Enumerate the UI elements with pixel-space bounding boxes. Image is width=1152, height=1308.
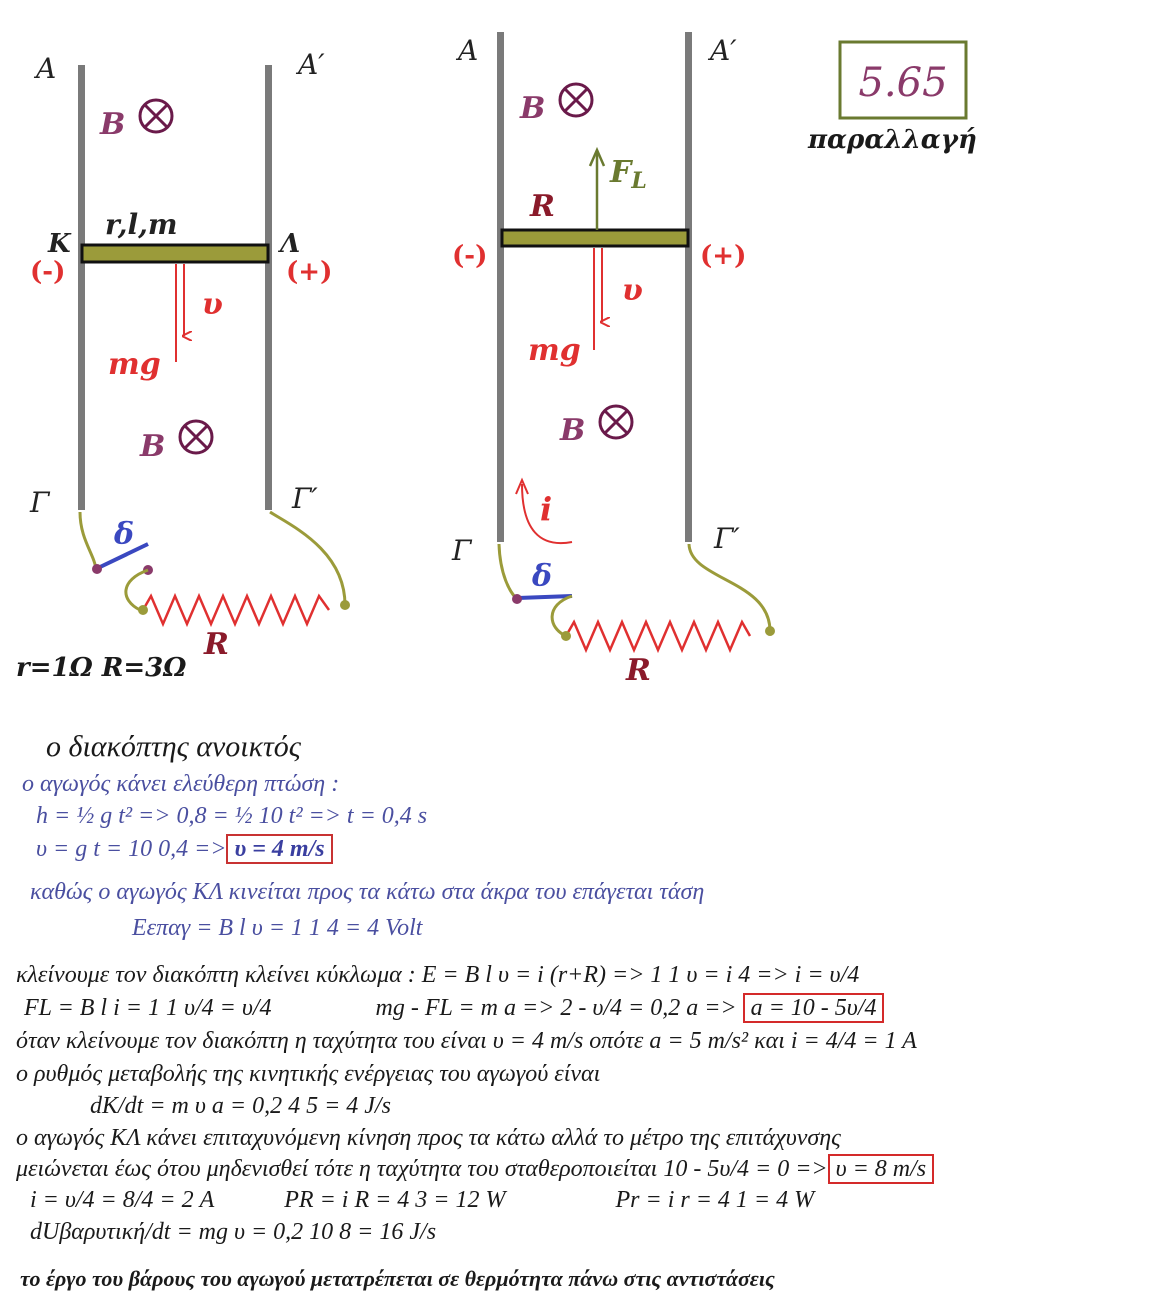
lorentz-force-eq: FL = B l i = 1 1 υ/4 = υ/4: [24, 995, 272, 1021]
acceleration-result: a = 10 - 5υ/4: [742, 993, 885, 1023]
rail-right: [265, 65, 272, 510]
rail-left: [497, 32, 504, 542]
label-minus: (-): [30, 257, 65, 287]
figure-2: Α Α′ Γ Γ′ B B FL R (-) (+) υ mg i: [451, 32, 775, 688]
terminal-velocity-result: υ = 8 m/s: [827, 1154, 935, 1184]
rail-right: [685, 32, 692, 542]
resistor-R: [141, 592, 331, 628]
label-Gamma-prime: Γ′: [713, 522, 740, 555]
switch-delta: [517, 594, 573, 600]
velocity-arrow: [593, 248, 602, 350]
problem-number-box: [838, 40, 968, 120]
label-Gamma: Γ: [451, 534, 473, 567]
rod-params: r,l,m: [105, 208, 177, 241]
height-equation: h = ½ g t² => 0,8 = ½ 10 t² => t = 0,4 s: [36, 803, 428, 829]
power-R-eq: PR = i R = 4 3 = 12 W: [284, 1187, 506, 1213]
wire-left: [497, 543, 518, 600]
label-minus: (-): [452, 241, 487, 271]
velocity-arrow: [175, 264, 184, 362]
label-B-bottom: B: [559, 413, 585, 448]
current-eq: i = υ/4 = 8/4 = 2 A: [30, 1187, 215, 1213]
initial-values-line: όταν κλείνουμε τον διακόπτη η ταχύτητα τ…: [16, 1028, 917, 1054]
label-A: Α: [33, 52, 56, 85]
label-v: υ: [622, 273, 643, 308]
induced-emf-line: καθώς ο αγωγός ΚΛ κινείται προς τα κάτω …: [30, 879, 705, 905]
label-R-rod: R: [529, 189, 555, 224]
field-into-page-icon: [598, 404, 634, 440]
force-equation-line: FL = B l i = 1 1 υ/4 = υ/4 mg - FL = m a …: [24, 993, 885, 1023]
switch-delta: [97, 542, 149, 570]
accelerated-motion-line: ο αγωγός ΚΛ κάνει επιταχυνόμενη κίνηση π…: [16, 1125, 841, 1151]
label-Lambda: Λ: [277, 229, 300, 259]
terminal-velocity-line: μειώνεται έως ότου μηδενισθεί τότε η ταχ…: [16, 1154, 935, 1184]
switch-open-heading: ο διακόπτης ανοικτός: [46, 730, 301, 763]
wire-switch: [124, 568, 149, 612]
label-plus: (+): [286, 257, 332, 287]
conclusion-line: το έργο του βάρους του αγωγού μετατρέπετ…: [20, 1266, 775, 1291]
label-mg: mg: [108, 347, 161, 382]
velocity-result: υ = 4 m/s: [226, 834, 333, 864]
label-A: Α: [455, 34, 478, 67]
label-A-prime: Α′: [295, 48, 325, 81]
kinetic-rate-eq: dK/dt = m υ a = 0,2 4 5 = 4 J/s: [90, 1093, 391, 1119]
label-Gamma-prime: Γ′: [291, 482, 318, 515]
field-into-page-icon: [558, 82, 594, 118]
closed-circuit-line: κλείνουμε τον διακόπτη κλείνει κύκλωμα :…: [16, 962, 860, 988]
label-FL: FL: [609, 155, 647, 194]
rail-left: [78, 65, 85, 510]
terminal-velocity-text: μειώνεται έως ότου μηδενισθεί τότε η ταχ…: [16, 1156, 828, 1182]
circuit-diagrams: Α Α′ Γ Γ′ B B Κ Λ r,l,m (-) (+) υ mg: [16, 32, 977, 688]
emf-equation: Eεπαγ = B l υ = 1 1 4 = 4 Volt: [132, 915, 423, 941]
current-arrow: [521, 483, 573, 545]
label-delta: δ: [113, 517, 134, 552]
label-K: Κ: [47, 229, 72, 259]
label-B-top: B: [519, 91, 545, 126]
label-plus: (+): [700, 241, 746, 271]
switch-contact: [512, 594, 522, 604]
label-B-bottom: B: [139, 429, 165, 464]
power-r-eq: Pr = i r = 4 1 = 4 W: [615, 1187, 815, 1213]
problem-number: 5.65: [858, 60, 947, 106]
wire-right: [269, 510, 347, 606]
free-fall-line: ο αγωγός κάνει ελεύθερη πτώση :: [22, 771, 340, 797]
label-Gamma: Γ: [29, 486, 51, 519]
velocity-equation-lhs: υ = g t = 10 0,4 =>: [36, 836, 227, 862]
label-R: R: [625, 653, 651, 688]
kinetic-rate-line: ο ρυθμός μεταβολής της κινητικής ενέργει…: [16, 1061, 601, 1087]
figure-1: Α Α′ Γ Γ′ B B Κ Λ r,l,m (-) (+) υ mg: [16, 48, 350, 683]
conducting-rod: [80, 243, 270, 264]
switch-contact: [92, 564, 102, 574]
label-A-prime: Α′: [707, 34, 737, 67]
wire-switch: [550, 594, 573, 638]
label-R: R: [203, 627, 229, 662]
label-i: i: [540, 490, 552, 528]
wire-left: [78, 511, 98, 571]
field-into-page-icon: [178, 419, 214, 455]
label-mg: mg: [528, 333, 581, 368]
resistor-R: [564, 618, 752, 654]
wire-right: [687, 543, 772, 632]
given-values: r=1Ω R=3Ω: [16, 653, 186, 683]
label-B-top: B: [99, 107, 125, 142]
field-into-page-icon: [138, 98, 174, 134]
power-line: i = υ/4 = 8/4 = 2 A PR = i R = 4 3 = 12 W…: [30, 1187, 814, 1214]
gravity-rate-line: dUβαρυτική/dt = mg υ = 0,2 10 8 = 16 J/s: [30, 1219, 437, 1245]
newton-eq: mg - FL = m a => 2 - υ/4 = 0,2 a =>: [375, 995, 737, 1021]
label-v: υ: [202, 287, 223, 322]
problem-subtitle: παραλλαγή: [807, 125, 977, 155]
conducting-rod: [500, 228, 690, 248]
label-delta: δ: [531, 559, 552, 594]
velocity-equation: υ = g t = 10 0,4 =>υ = 4 m/s: [36, 834, 333, 864]
